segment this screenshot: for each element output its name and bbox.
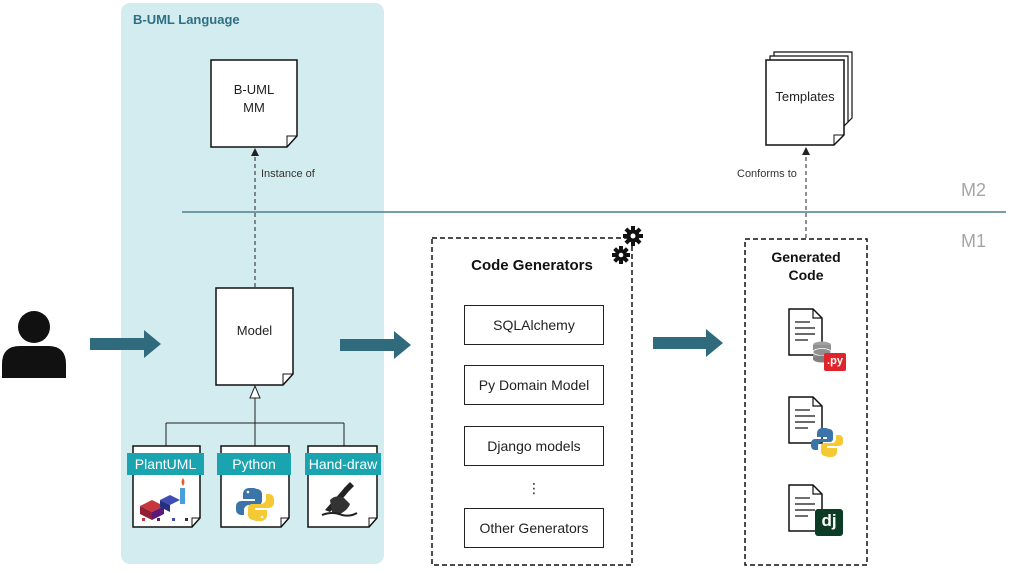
hand-draw-tab: Hand-draw <box>305 453 381 475</box>
panel-title: B-UML Language <box>133 12 240 27</box>
conforms-to-label: Conforms to <box>737 168 797 180</box>
generated-code-title-line2: Code <box>788 267 824 283</box>
plantuml-logo-icon <box>140 478 188 521</box>
python-logo-icon <box>236 488 274 521</box>
level-m1-label: M1 <box>961 231 987 251</box>
generator-py-domain-model: Py Domain Model <box>464 365 604 405</box>
plantuml-tab: PlantUML <box>127 453 204 475</box>
code-generators-title: Code Generators <box>471 257 593 274</box>
generator-django-models: Django models <box>464 426 604 466</box>
metamodel-label-line2: MM <box>243 100 265 115</box>
templates-document-stack <box>765 51 853 146</box>
model-label: Model <box>236 323 273 338</box>
instance-of-label: Instance of <box>261 168 315 180</box>
flow-arrow-user-to-model <box>90 330 161 358</box>
generators-ellipsis: ⋮ <box>527 480 541 496</box>
gears-icon <box>612 226 643 264</box>
flow-arrow-generators-to-code <box>653 329 723 357</box>
python-file-icon <box>788 396 843 457</box>
metamodel-document <box>210 59 298 148</box>
generated-code-title-line1: Generated <box>771 249 841 265</box>
flow-arrow-model-to-generators <box>340 331 411 359</box>
metamodel-label-line1: B-UML <box>233 82 275 97</box>
hand-draw-icon <box>321 482 358 517</box>
inheritance-connector <box>165 384 345 446</box>
generator-sqlalchemy: SQLAlchemy <box>464 305 604 345</box>
user-icon <box>2 311 66 378</box>
level-m2-label: M2 <box>961 180 987 200</box>
sqlalchemy-file-icon <box>788 308 846 371</box>
model-document <box>215 287 294 386</box>
django-file-icon <box>788 484 843 536</box>
templates-label: Templates <box>775 89 835 104</box>
django-badge-label: dj <box>821 511 837 530</box>
generator-other: Other Generators <box>464 508 604 548</box>
py-badge-label: .py <box>827 355 843 367</box>
python-tab: Python <box>217 453 291 475</box>
